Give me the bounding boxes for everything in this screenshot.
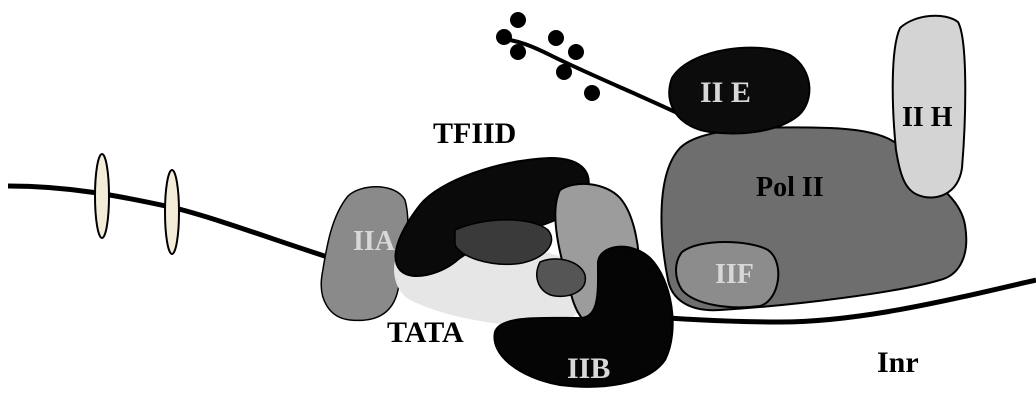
label-tata: TATA <box>387 316 464 349</box>
label-tfiid: TFIID <box>433 117 516 150</box>
dna-oval-2 <box>165 170 179 254</box>
label-pol-ii: Pol II <box>756 172 824 203</box>
ctd-tail <box>510 40 688 118</box>
label-inr: Inr <box>877 346 919 379</box>
label-iif: IIF <box>715 259 754 290</box>
label-iib: IIB <box>567 352 610 385</box>
ctd-phospho-dots <box>496 12 600 101</box>
label-iia: IIA <box>353 226 396 257</box>
dna-oval-1 <box>95 154 109 238</box>
label-iie: II E <box>700 76 751 109</box>
label-iih: II H <box>902 102 953 133</box>
tfiid-lower-lobe <box>455 220 552 264</box>
